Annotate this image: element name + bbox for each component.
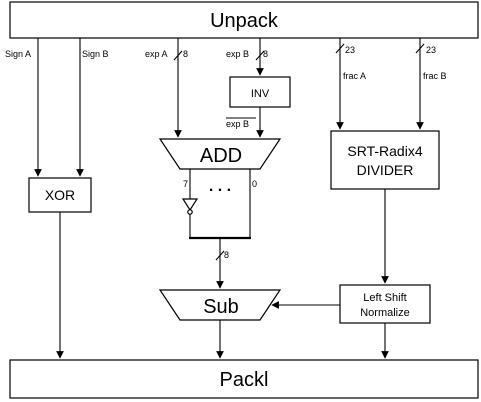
frac-b-label: frac B (423, 71, 447, 81)
add-lsb-label: 0 (252, 179, 257, 189)
add-msb-label: 7 (183, 179, 188, 189)
msb-inverter-triangle (181, 198, 199, 212)
xor-label: XOR (45, 187, 75, 203)
normalize-block (339, 284, 431, 324)
add-block (158, 138, 282, 170)
pack-label: Packl (220, 369, 269, 391)
exp-a-label: exp A (145, 49, 168, 59)
divider-label-line2: DIVIDER (357, 162, 414, 178)
sub-label: Sub (203, 296, 239, 318)
pack-block (9, 359, 479, 399)
inv-label: INV (251, 88, 270, 100)
exp-b-label: exp B (226, 49, 249, 59)
sign-a-label: Sign A (5, 49, 31, 59)
normalize-label-line1: Left Shift (363, 292, 406, 304)
normalize-label-line2: Normalize (360, 307, 410, 319)
sub-in-width-slash (215, 250, 225, 261)
exp-a-width: 8 (183, 49, 188, 59)
sign-b-label: Sign B (82, 49, 109, 59)
add-label: ADD (200, 145, 242, 167)
exp-b-width: 8 (263, 49, 268, 59)
divider-label-line1: SRT-Radix4 (347, 143, 422, 159)
sub-in-width: 8 (224, 250, 229, 260)
exp-b-width-slash (255, 50, 265, 61)
srt-divider-block (330, 130, 440, 190)
exp-a-width-slash (173, 50, 183, 61)
exp-b-inv-label: exp B (226, 119, 249, 129)
frac-a-width: 23 (345, 45, 355, 55)
frac-b-width: 23 (426, 45, 436, 55)
add-bits-ellipsis: . . . (209, 178, 231, 195)
inv-block (229, 76, 291, 108)
frac-a-label: frac A (343, 71, 366, 81)
msb-inverter-bubble (187, 209, 193, 215)
sub-block (158, 289, 282, 321)
frac-a-width-slash (335, 43, 345, 54)
frac-b-width-slash (415, 43, 425, 54)
unpack-label: Unpack (210, 10, 279, 32)
unpack-block (9, 1, 479, 39)
